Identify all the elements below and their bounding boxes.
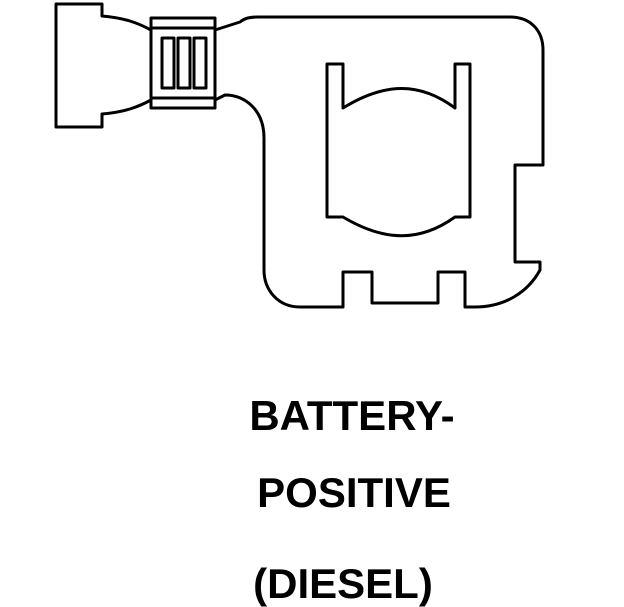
crimp-rib (192, 36, 208, 90)
terminal-tab (54, 2, 153, 129)
crimp-rib (160, 36, 176, 90)
stud-clamp-window (325, 62, 472, 238)
caption-line-1: BATTERY- (249, 392, 455, 439)
crimp-rib (176, 36, 192, 90)
crimp-band (149, 16, 217, 110)
caption-line-3: (DIESEL) (253, 560, 433, 607)
caption-line-2: POSITIVE (257, 469, 451, 516)
terminal-body-outline (213, 15, 545, 309)
